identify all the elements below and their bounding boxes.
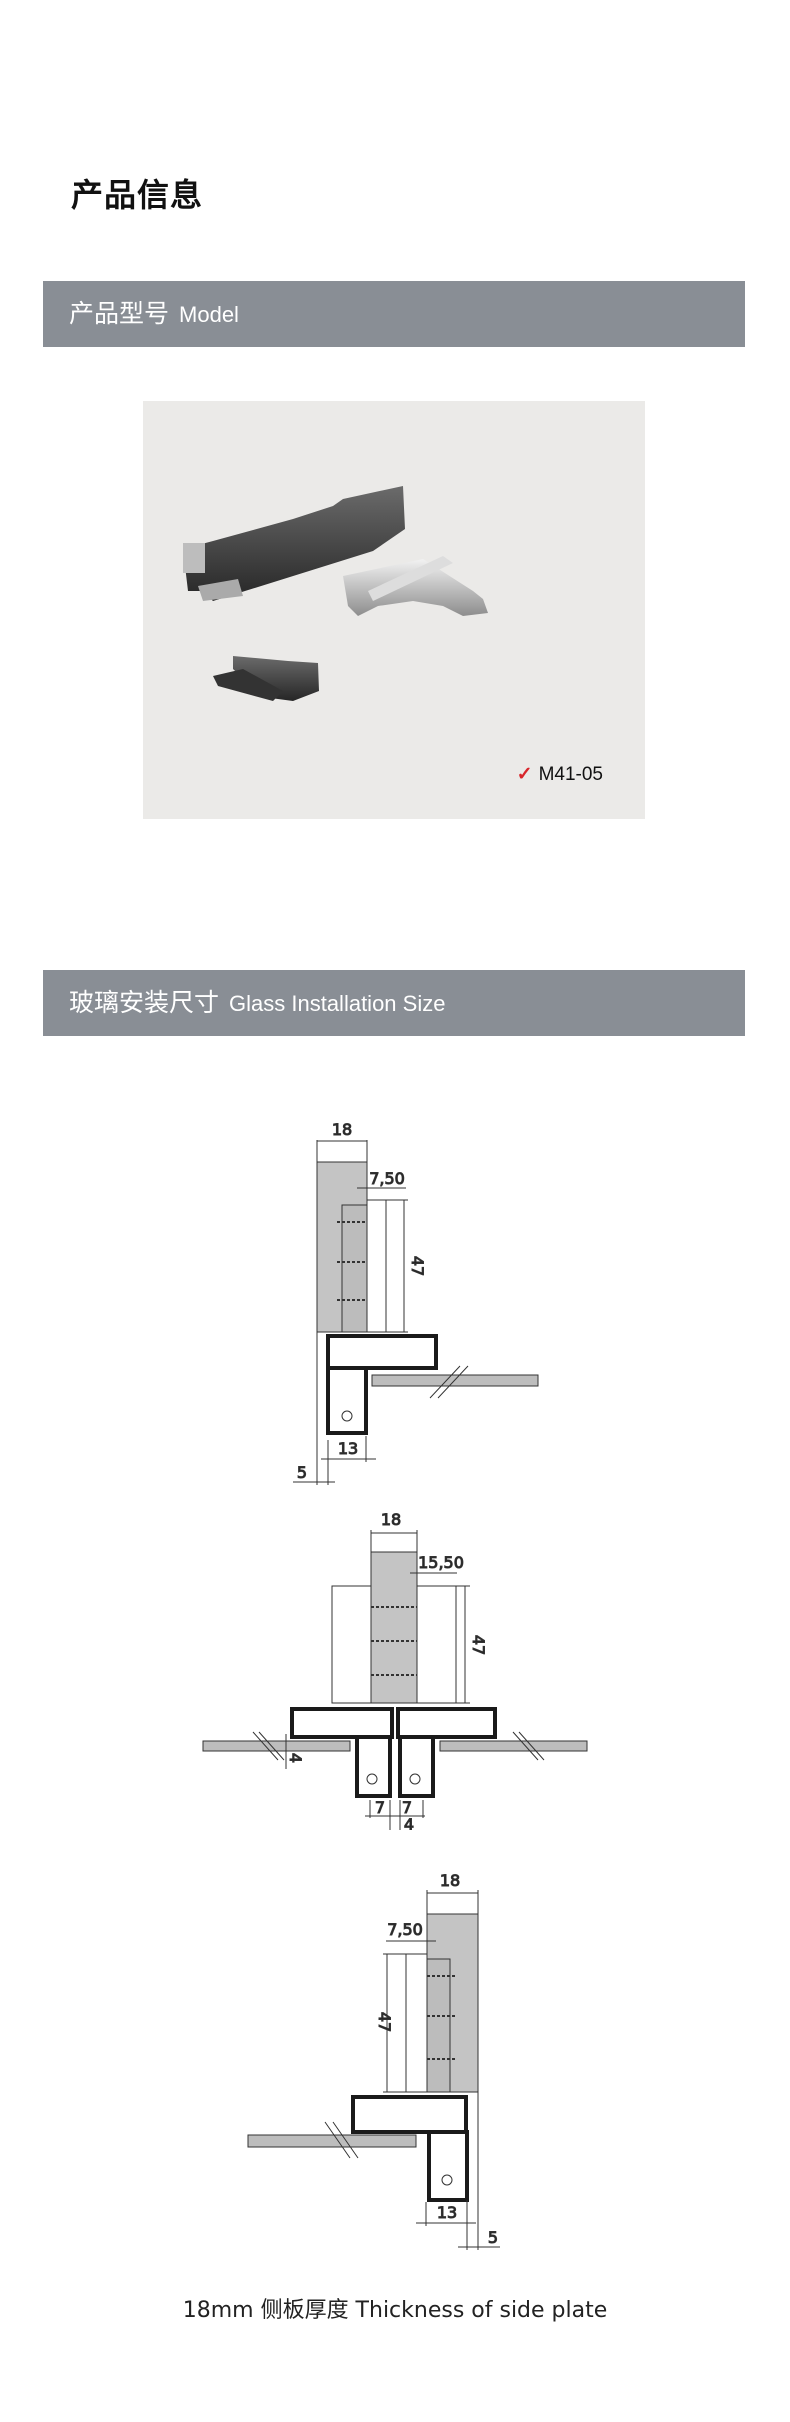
dim-gap: 5	[297, 1463, 307, 1482]
dim-depth: 13	[338, 1439, 358, 1458]
dim-height: 47	[408, 1256, 427, 1276]
dim-offset: 7,50	[387, 1920, 423, 1939]
installation-diagram-double: 18 15,50 47 4 7 7 4	[202, 1510, 588, 1830]
dim-width: 18	[381, 1510, 401, 1529]
section-title-en: Glass Installation Size	[229, 991, 446, 1016]
dim-height: 47	[375, 2012, 394, 2032]
model-label: ✓M41-05	[516, 764, 603, 785]
section-title-zh: 玻璃安装尺寸	[69, 988, 220, 1017]
dim-left: 7	[375, 1798, 385, 1817]
dim-height: 47	[469, 1635, 488, 1655]
dim-width: 18	[332, 1120, 352, 1139]
dim-glass: 4	[286, 1753, 305, 1763]
page-title: 产品信息	[71, 176, 204, 214]
product-image: ✓M41-05	[143, 401, 645, 819]
dim-offset: 15,50	[418, 1553, 464, 1572]
installation-diagram-single-right: 18 7,50 47 13 5	[247, 1871, 500, 2250]
dim-gap: 5	[488, 2228, 498, 2247]
section-header-installation: 玻璃安装尺寸 Glass Installation Size	[43, 970, 745, 1036]
dim-offset: 7,50	[369, 1169, 405, 1188]
section-title-en: Model	[179, 302, 239, 327]
dim-gap: 4	[404, 1815, 414, 1830]
installation-diagram-single-left: 18 7,50 47 13 5	[293, 1120, 539, 1485]
section-header-model: 产品型号 Model	[43, 281, 745, 347]
diagram-caption: 18mm 侧板厚度 Thickness of side plate	[182, 2298, 608, 2323]
checkmark-icon: ✓	[516, 764, 533, 785]
hinge-parts-illustration	[183, 486, 488, 701]
dim-width: 18	[440, 1871, 460, 1890]
dim-depth: 13	[437, 2203, 457, 2222]
dim-right: 7	[402, 1798, 412, 1817]
section-title-zh: 产品型号	[69, 299, 170, 328]
